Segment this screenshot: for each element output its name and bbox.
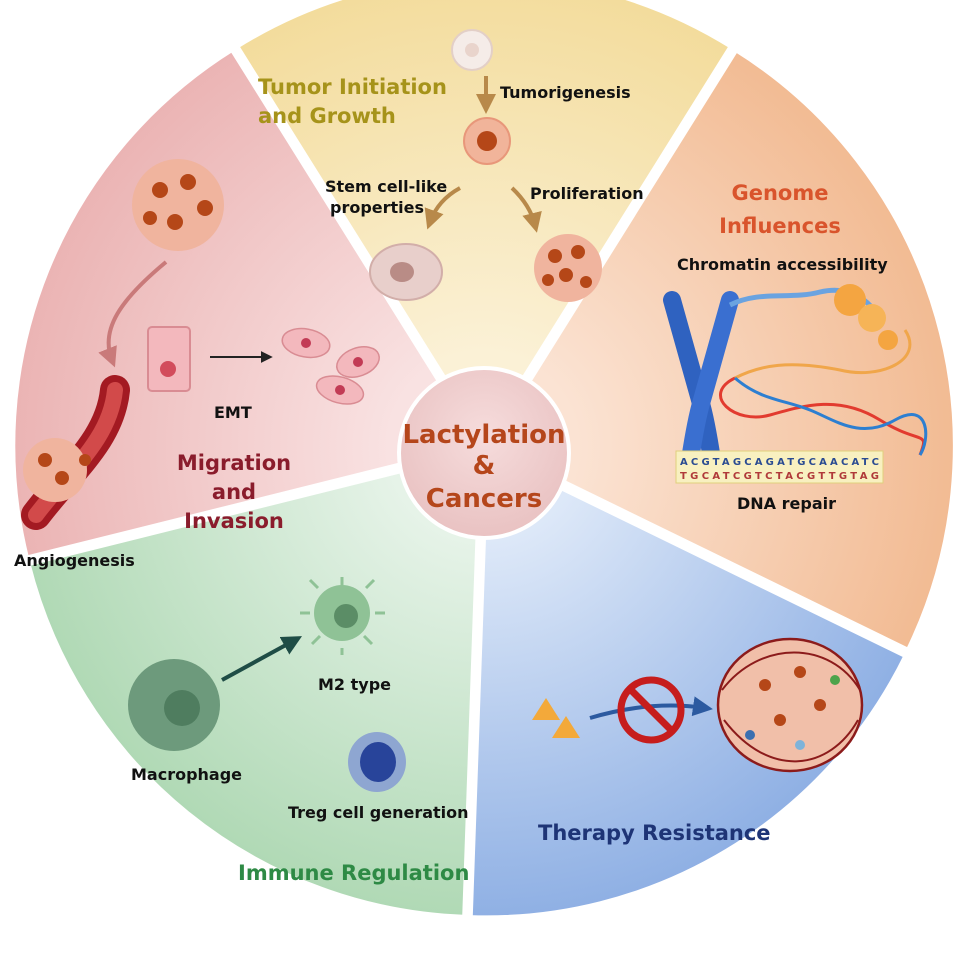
dna-helix-strand-b (734, 376, 928, 456)
immune-title: Immune Regulation (238, 861, 469, 885)
dna-helix-strand-a (719, 376, 926, 456)
stem-label-line1: Stem cell-like (325, 177, 447, 196)
chromatin-strand-icon (734, 329, 912, 380)
prohibited-icon (617, 676, 685, 744)
dna-bar-bottom: TGCATCGTCTACGTTGTAG (680, 471, 879, 482)
chromatin-label: Chromatin accessibility (677, 255, 888, 274)
migration-title-line2: and (212, 480, 256, 504)
genome-title-line2: Influences (719, 214, 841, 238)
stem-cell-nucleus-icon (390, 262, 414, 282)
macrophage-arrow (221, 636, 303, 682)
dna-repair-bar (675, 450, 884, 484)
macrophage-icon (128, 659, 220, 751)
proliferation-label: Proliferation (530, 184, 644, 203)
tumor-cluster-icon (132, 159, 224, 251)
segment-tumor (231, 0, 737, 449)
center-line2: & (473, 451, 496, 481)
invasion-arrow (98, 260, 168, 368)
drug-triangle-icon (532, 698, 560, 720)
therapy-resistance-panel: Therapy Resistance (532, 637, 864, 845)
tumorigenesis-label: Tumorigenesis (500, 83, 631, 102)
tumor-mass-icon (716, 637, 864, 773)
chromosome-icon (663, 291, 739, 469)
dna-bar-top: ACGTAGCAGATGCAACATC (680, 457, 879, 468)
immune-regulation-panel: Macrophage M2 type Treg cell generation … (128, 577, 469, 885)
emt-label: EMT (214, 403, 252, 422)
angiogenesis-label: Angiogenesis (14, 551, 135, 570)
segment-therapy (466, 445, 911, 922)
treg-cell-icon (348, 732, 406, 792)
nucleosome-coil-icon (834, 284, 898, 350)
stem-arrow (424, 186, 461, 230)
treg-label: Treg cell generation (288, 803, 469, 822)
center-line3: Cancers (426, 484, 542, 514)
stem-label-line2: properties (330, 198, 424, 217)
center-hub: Lactylation & Cancers (397, 366, 571, 540)
tumor-cell-nucleus-icon (477, 131, 497, 151)
therapy-title: Therapy Resistance (538, 821, 771, 845)
macrophage-label: Macrophage (131, 765, 242, 784)
chromatin-fiber-icon (728, 287, 883, 322)
dna-repair-label: DNA repair (737, 494, 836, 513)
epithelial-cell-icon (147, 326, 191, 392)
genome-title-line1: Genome (732, 181, 829, 205)
segment-layer (9, 0, 959, 922)
tumor-title-line1: Tumor Initiation (258, 75, 447, 99)
normal-cell-nucleus-icon (465, 43, 479, 57)
center-circle (397, 366, 571, 540)
migration-title-line1: Migration (177, 451, 291, 475)
invading-tumor-cells-icon (23, 438, 91, 502)
proliferation-arrow (510, 186, 542, 233)
m2-label: M2 type (318, 675, 391, 694)
center-line1: Lactylation (402, 420, 565, 450)
genome-influences-panel: Genome Influences Chromatin accessibilit… (663, 181, 928, 513)
m2-macrophage-icon (300, 577, 385, 655)
segment-immune (23, 446, 485, 921)
segment-migration (9, 44, 486, 563)
migration-invasion-panel: EMT Angiogenesis Migration and Invasion (14, 159, 380, 570)
migration-title-line3: Invasion (184, 509, 284, 533)
drug-triangle-icon-2 (552, 716, 580, 738)
tumor-title-line2: and Growth (258, 104, 396, 128)
tumor-initiation-panel: Tumor Initiation and Growth Tumorigenesi… (258, 29, 644, 302)
proliferating-cells-icon (534, 234, 602, 302)
mesenchymal-cells-icon (281, 327, 380, 405)
